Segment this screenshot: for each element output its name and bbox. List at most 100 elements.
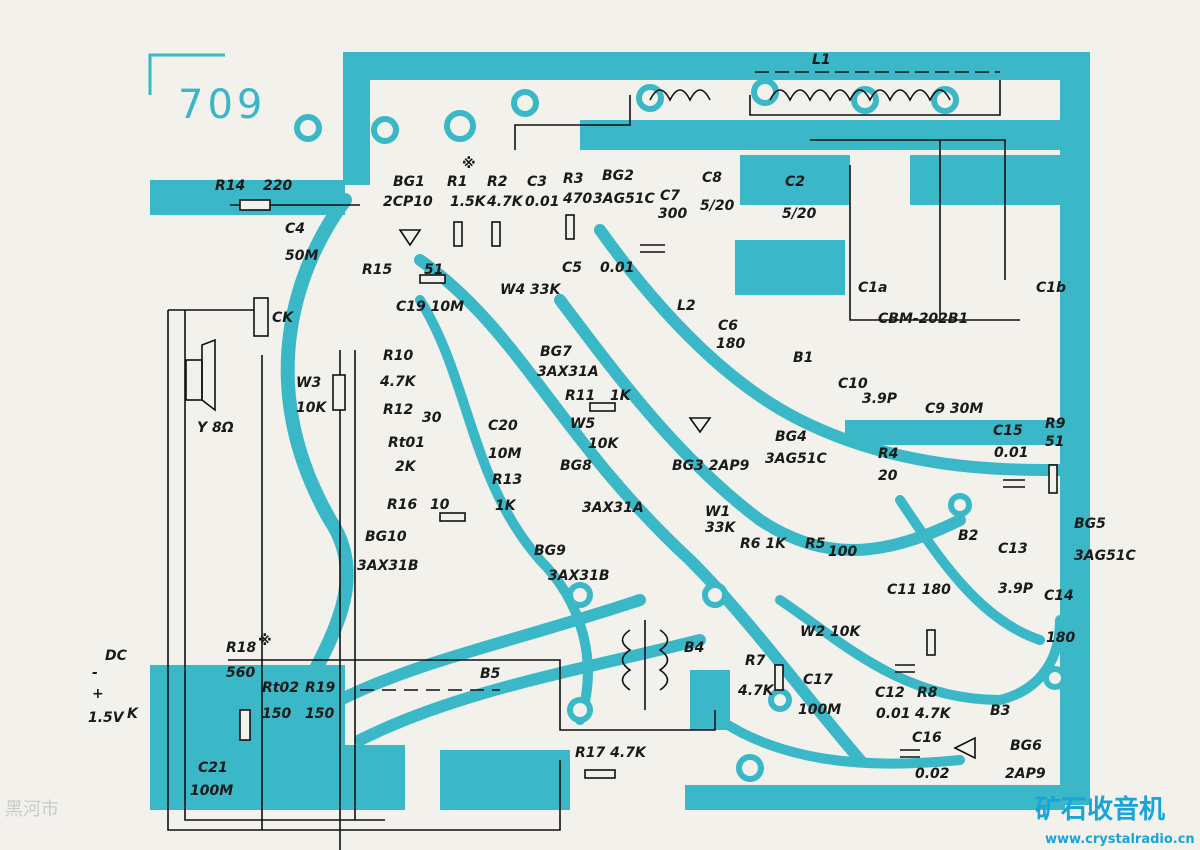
label-c16-value: 0.02 — [915, 766, 950, 782]
label-r9-value: 51 — [1045, 434, 1064, 450]
label-bg2: BG2 — [602, 168, 634, 184]
label-bg3: BG3 2AP9 — [672, 458, 750, 474]
label-r10: R10 — [383, 348, 414, 364]
label-w2: W2 10K — [800, 624, 862, 640]
label-c10-value: 3.9P — [862, 391, 898, 407]
label-r1-mark: ※ — [462, 156, 476, 172]
label-bg9: BG9 — [534, 543, 566, 559]
corner-mark — [148, 53, 225, 95]
label-c15: C15 — [993, 423, 1023, 439]
label-c5-value: 0.01 — [600, 260, 635, 276]
label-c20: C20 — [488, 418, 518, 434]
label-r2: R2 — [487, 174, 508, 190]
label-c14-value: 180 — [1046, 630, 1075, 646]
label-rt01-value: 2K — [395, 459, 417, 475]
watermark-city: 黑河市 — [5, 799, 59, 820]
copper-layer — [150, 52, 1090, 810]
label-dc-voltage: 1.5V — [88, 710, 125, 726]
label-r18-value: 560 — [226, 665, 255, 681]
label-c2: C2 — [785, 174, 805, 190]
label-c21: C21 — [198, 760, 228, 776]
label-c19: C19 10M — [396, 299, 464, 315]
label-b5: B5 — [480, 666, 501, 682]
label-w3: W3 — [296, 375, 321, 391]
label-dc-minus: - — [92, 665, 98, 681]
label-b3: B3 — [990, 703, 1010, 719]
label-c16: C16 — [912, 730, 942, 746]
label-r4: R4 — [878, 446, 899, 462]
label-c17: C17 — [803, 672, 833, 688]
component-labels: L1 R14 220 C4 50M BG1 2CP10 R1 1.5K ※ R2… — [88, 52, 1137, 799]
label-w5-value: 10K — [588, 436, 619, 452]
label-c13: C13 — [998, 541, 1028, 557]
label-r12-value: 30 — [422, 410, 442, 426]
label-bg1-value: 2CP10 — [383, 194, 433, 210]
label-r17: R17 4.7K — [575, 745, 647, 761]
label-r1: R1 — [447, 174, 468, 190]
label-r7-value: 4.7K — [737, 683, 775, 699]
label-c4-value: 50M — [285, 248, 318, 264]
label-r1-value: 1.5K — [450, 194, 487, 210]
label-c2-value: 5/20 — [782, 206, 817, 222]
label-c6: C6 — [718, 318, 738, 334]
label-w3-value: 10K — [296, 400, 327, 416]
label-b1: B1 — [793, 350, 813, 366]
label-c4: C4 — [285, 221, 305, 237]
watermark-brand: 矿石收音机 — [1035, 794, 1165, 825]
label-c7: C7 — [660, 188, 680, 204]
label-bg5: BG5 — [1074, 516, 1106, 532]
label-c11: C11 180 — [887, 582, 951, 598]
label-b2: B2 — [958, 528, 978, 544]
label-bg8: BG8 — [560, 458, 592, 474]
pads — [294, 78, 1067, 782]
label-c12-value: 0.01 — [876, 706, 911, 722]
label-r10-value: 4.7K — [379, 374, 417, 390]
label-bg5-value: 3AG51C — [1074, 548, 1137, 564]
label-bg9-value: 3AX31B — [548, 568, 610, 584]
label-ck: CK — [272, 310, 294, 326]
label-r3: R3 — [563, 171, 584, 187]
label-c14: C14 — [1044, 588, 1074, 604]
label-switch-k: K — [127, 706, 139, 722]
label-r9: R9 — [1045, 416, 1066, 432]
label-r8-value: 4.7K — [914, 706, 952, 722]
label-c8: C8 — [702, 170, 722, 186]
label-dc: DC — [105, 648, 128, 664]
label-r4-value: 20 — [878, 468, 898, 484]
label-cbm: CBM-202B1 — [878, 311, 968, 327]
label-dc-plus: + — [92, 686, 104, 702]
label-speaker: Y 8Ω — [197, 420, 234, 436]
watermark-url: www.crystalradio.cn — [1045, 832, 1195, 847]
label-bg8-value: 3AX31A — [582, 500, 644, 516]
label-bg4-value: 3AG51C — [765, 451, 828, 467]
label-c3: C3 — [527, 174, 547, 190]
label-l2: L2 — [677, 298, 696, 314]
label-c12: C12 — [875, 685, 905, 701]
label-rt01: Rt01 — [388, 435, 425, 451]
label-c13-value: 3.9P — [998, 581, 1034, 597]
label-c15-value: 0.01 — [994, 445, 1029, 461]
label-rt02-value: 150 — [262, 706, 291, 722]
label-w1: W1 — [705, 504, 730, 520]
label-r14-value: 220 — [263, 178, 292, 194]
label-r7: R7 — [745, 653, 766, 669]
label-bg2-value: 3AG51C — [593, 191, 656, 207]
label-r15: R15 — [362, 262, 393, 278]
label-bg7: BG7 — [540, 344, 572, 360]
label-r19-value: 150 — [305, 706, 334, 722]
label-r18: R18 — [226, 640, 257, 656]
label-b4: B4 — [684, 640, 704, 656]
label-r13-value: 1K — [495, 498, 517, 514]
label-r8: R8 — [917, 685, 938, 701]
label-bg6-value: 2AP9 — [1005, 766, 1046, 782]
label-r2-value: 4.7K — [486, 194, 524, 210]
label-c5: C5 — [562, 260, 582, 276]
label-bg6: BG6 — [1010, 738, 1042, 754]
label-c3-value: 0.01 — [525, 194, 560, 210]
label-c6-value: 180 — [716, 336, 745, 352]
label-l1: L1 — [812, 52, 831, 68]
label-c10: C10 — [838, 376, 868, 392]
label-r11: R11 — [565, 388, 595, 404]
label-c17-value: 100M — [798, 702, 841, 718]
